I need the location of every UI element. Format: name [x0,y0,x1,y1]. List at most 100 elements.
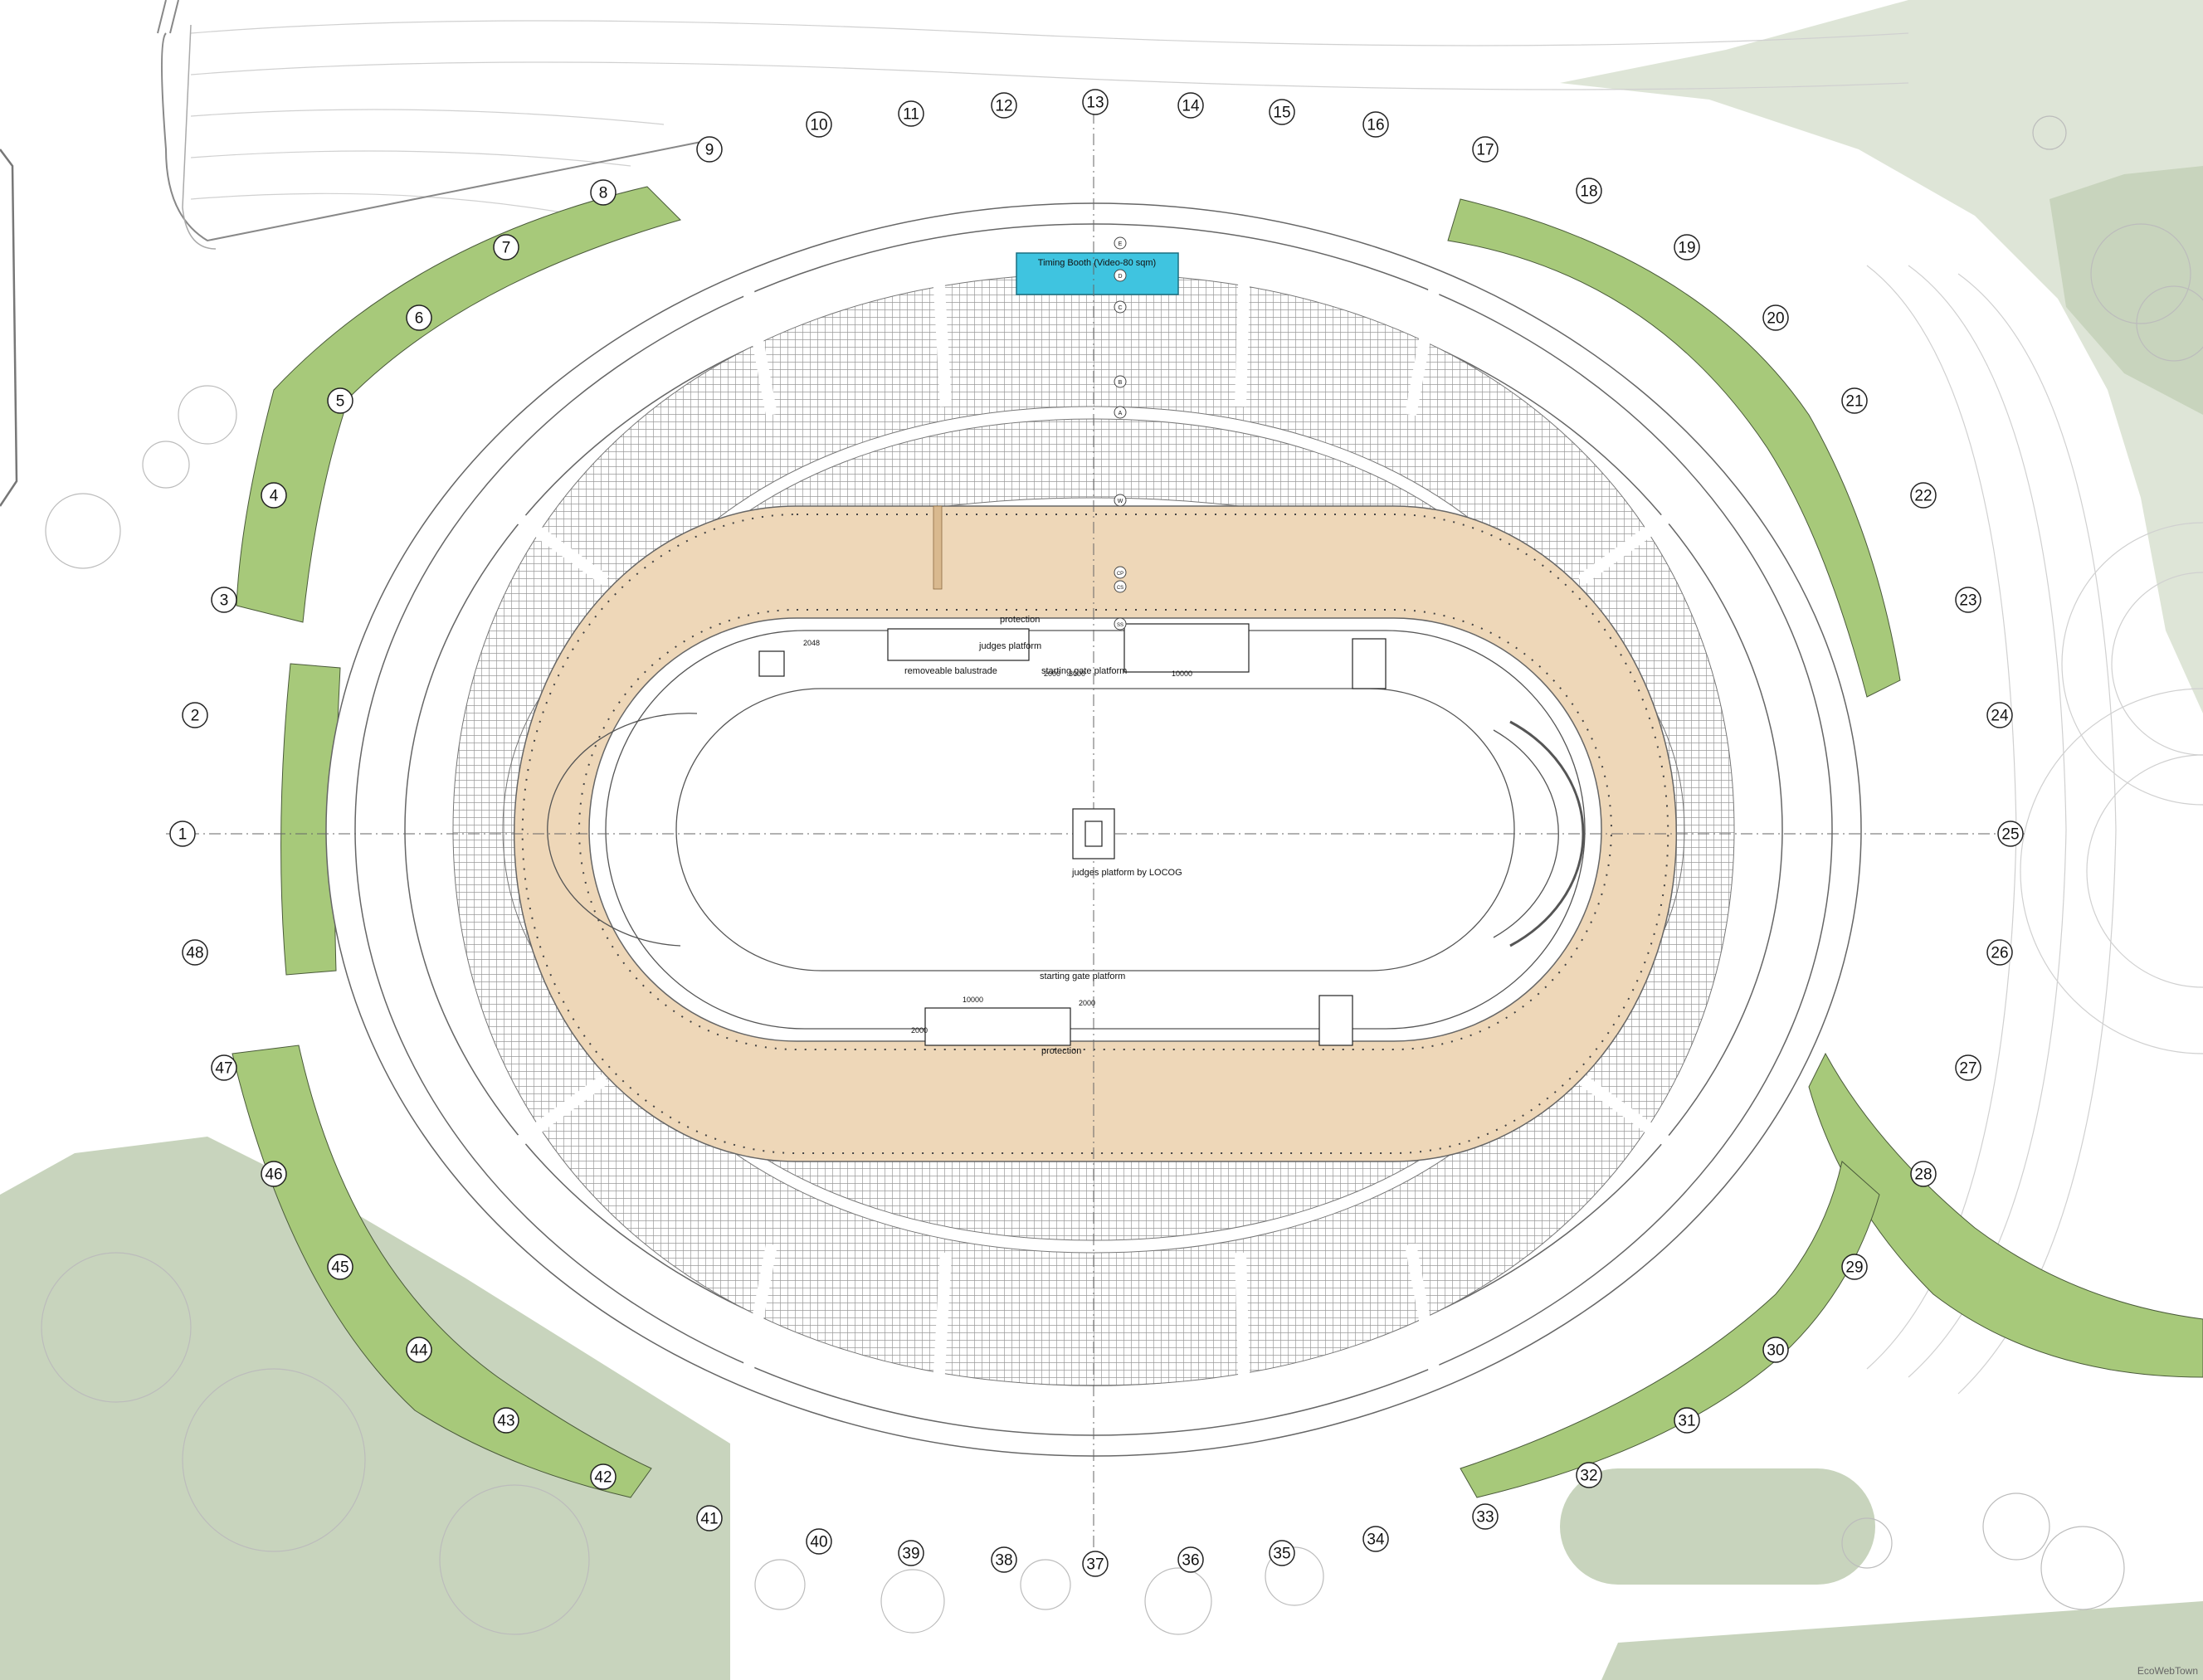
dim-3000: 3000 [1069,670,1085,678]
landscape-area-southwest [0,1137,730,1680]
judges-platform-label: judges platform [978,641,1041,651]
axis-bubble-circle [1955,1054,1981,1081]
axis-bubble-circle [1362,1526,1389,1552]
removable-balustrade-label: removeable balustrade [904,666,997,676]
axis-bubble-label: 34 [1367,1531,1385,1549]
axis-bubble-label: 14 [1182,98,1200,115]
axis-bubble-48: 48 [182,939,208,966]
axis-bubble-label: 40 [810,1534,827,1551]
starting-gate-label-bottom: starting gate platform [1040,971,1125,981]
axis-bubble-3: 3 [211,587,237,613]
grid-letter-markers [1114,236,1127,631]
axis-bubble-label: 8 [599,185,608,202]
grid-letter-labels: E D C B A W CP CS SS [1117,241,1123,628]
trees [41,115,2203,1635]
judges-platform-center-inner [1084,821,1103,847]
axis-bubble-label: 29 [1845,1259,1863,1277]
axis-bubble-circle [806,1528,832,1555]
axis-bubble-25: 25 [1997,821,2024,847]
axis-bubble-circle [1997,821,2024,847]
axis-bubble-circle [991,92,1017,119]
race-track [514,505,1677,1162]
axis-bubble-label: 1 [178,826,188,844]
axis-bubble-label: 16 [1367,117,1384,134]
axis-bubble-label: 39 [902,1546,919,1563]
axis-bubble-17: 17 [1472,136,1499,163]
axis-bubble-circle [1762,304,1789,331]
axis-bubble-circle [493,1407,519,1434]
axis-bubble-circle [1472,136,1499,163]
landscape-area-southeast-pad [1560,1468,1875,1585]
axis-bubble-circle [1986,702,2013,728]
axis-bubble-circle [1841,1254,1868,1280]
grid-letter-b: B [1119,380,1123,386]
axis-bubble-circle [696,1505,723,1531]
protection-label-top: protection [1000,615,1040,625]
axis-bubble-6: 6 [406,304,432,331]
dim-2000-side: 2000 [911,1026,928,1035]
timing-booth-label: Timing Booth (Video-80 sqm) [1038,258,1156,268]
axis-bubble-circle [590,179,617,206]
axis-bubble-label: 36 [1182,1552,1199,1570]
judges-platform-center-label: judges platform by LOCOG [1071,868,1182,878]
axis-bubble-31: 31 [1674,1407,1700,1434]
axis-bubble-label: 25 [2001,826,2019,844]
axis-bubble-label: 2 [191,708,200,725]
starting-gate-platform-bottom [924,1007,1071,1046]
axis-bubble-label: 22 [1914,488,1932,505]
axis-bubble-circle [1269,99,1295,125]
axis-bubble-40: 40 [806,1528,832,1555]
axis-bubble-38: 38 [991,1546,1017,1573]
landscape-area-south-strip [1601,1601,2203,1680]
axis-bubble-circle [1082,89,1109,115]
axis-bubble-label: 7 [502,240,511,257]
grid-letter-ss: SS [1117,623,1123,628]
axis-bubble-13: 13 [1082,89,1109,115]
berm-northeast [1447,198,1901,698]
grid-letter-cs: CS [1117,586,1123,591]
axis-bubble-label: 45 [331,1259,348,1277]
axis-bubble-circle [261,482,287,509]
axis-bubble-28: 28 [1910,1161,1937,1187]
starting-gate-label-top: starting gate platform [1041,666,1127,676]
axis-bubble-10: 10 [806,111,832,138]
axis-bubble-21: 21 [1841,387,1868,414]
axis-bubble-4: 4 [261,482,287,509]
axis-bubble-label: 12 [995,98,1012,115]
axis-bubble-23: 23 [1955,587,1981,613]
landscape-area-northeast-band [1560,0,2203,713]
track-start-band [933,505,943,590]
axis-bubble-label: 19 [1678,240,1695,257]
axis-bubble-label: 4 [270,488,279,505]
axis-bubble-label: 18 [1580,183,1597,201]
axis-bubble-2: 2 [182,702,208,728]
ramp-northwest [157,0,706,242]
axis-bubble-circle [1762,1337,1789,1363]
axis-bubble-circle [1986,939,2013,966]
stair-block-ne [1352,638,1387,689]
axis-bubble-circle [1177,1546,1204,1573]
axis-bubble-36: 36 [1177,1546,1204,1573]
axis-bubble-43: 43 [493,1407,519,1434]
axis-bubble-circle [406,304,432,331]
axis-bubble-label: 17 [1476,142,1494,159]
axis-bubble-33: 33 [1472,1503,1499,1530]
axis-bubble-37: 37 [1082,1551,1109,1577]
axis-bubble-circle [898,1540,924,1566]
axis-bubble-circle [211,1054,237,1081]
axis-bubble-label: 27 [1959,1060,1976,1078]
axis-bubble-label: 41 [700,1511,718,1528]
axis-bubble-47: 47 [211,1054,237,1081]
axis-bubble-label: 20 [1767,310,1784,328]
axis-bubble-label: 37 [1086,1556,1104,1574]
axis-bubble-circle [493,234,519,261]
axis-bubble-circle [1362,111,1389,138]
axis-bubble-8: 8 [590,179,617,206]
axis-bubble-circle [1269,1540,1295,1566]
axis-bubble-circle [1955,587,1981,613]
axis-bubble-label: 42 [594,1469,612,1487]
axis-bubble-label: 48 [186,945,203,962]
ramp-northwest-outer [182,24,217,250]
axis-bubble-circle [1082,1551,1109,1577]
